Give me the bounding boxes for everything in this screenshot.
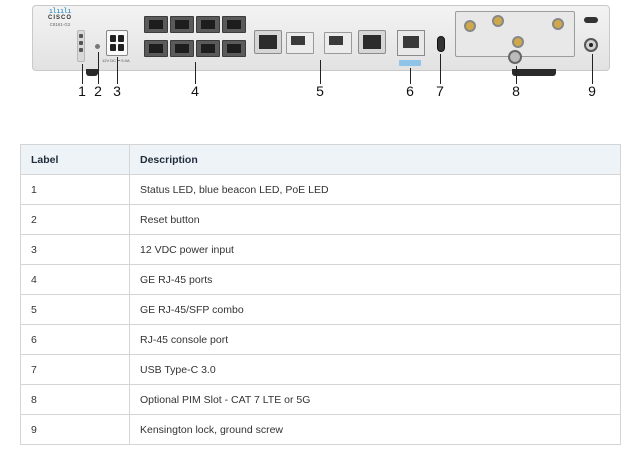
ground-screw <box>584 38 598 52</box>
callout-line <box>98 52 99 84</box>
ge-rj45-port <box>170 40 194 57</box>
ge-rj45-port <box>196 40 220 57</box>
callout-number: 3 <box>113 83 121 99</box>
row-description: Status LED, blue beacon LED, PoE LED <box>129 174 621 205</box>
table-row: 5 GE RJ-45/SFP combo <box>20 294 621 325</box>
row-description: Reset button <box>129 204 621 235</box>
column-header-label: Label <box>20 144 130 175</box>
table-row: 2 Reset button <box>20 204 621 235</box>
callout-line <box>195 62 196 84</box>
status-led-panel <box>77 30 85 62</box>
callout-line <box>440 54 441 84</box>
power-rating-text: 12V DC ⎓ 5.0A <box>102 58 130 63</box>
row-label: 1 <box>20 174 130 205</box>
model-number: C8161-G2 <box>49 22 71 27</box>
ge-rj45-port <box>170 16 194 33</box>
row-label: 8 <box>20 384 130 415</box>
row-description: Optional PIM Slot - CAT 7 LTE or 5G <box>129 384 621 415</box>
table-header-row: Label Description <box>20 144 621 175</box>
kensington-lock-slot <box>584 17 598 23</box>
table-row: 9 Kensington lock, ground screw <box>20 414 621 445</box>
row-description: USB Type-C 3.0 <box>129 354 621 385</box>
row-label: 4 <box>20 264 130 295</box>
usb-type-c-port <box>437 36 445 52</box>
row-label: 5 <box>20 294 130 325</box>
row-label: 6 <box>20 324 130 355</box>
callout-number: 6 <box>406 83 414 99</box>
column-header-description: Description <box>129 144 621 175</box>
ge-rj45-port <box>144 40 168 57</box>
row-description: GE RJ-45 ports <box>129 264 621 295</box>
callout-line <box>82 64 83 84</box>
callout-line <box>410 68 411 84</box>
combo-rj45-port <box>324 32 352 54</box>
row-label: 9 <box>20 414 130 445</box>
row-label: 3 <box>20 234 130 265</box>
table-row: 7 USB Type-C 3.0 <box>20 354 621 385</box>
antenna-connector <box>492 15 504 27</box>
antenna-connector <box>464 20 476 32</box>
callout-line <box>117 57 118 84</box>
ge-rj45-port <box>222 16 246 33</box>
callout-number: 9 <box>588 83 596 99</box>
ge-rj45-port <box>144 16 168 33</box>
table-row: 1 Status LED, blue beacon LED, PoE LED <box>20 174 621 205</box>
table-row: 8 Optional PIM Slot - CAT 7 LTE or 5G <box>20 384 621 415</box>
row-label: 7 <box>20 354 130 385</box>
brand-name: CISCO <box>47 15 72 21</box>
table-row: 4 GE RJ-45 ports <box>20 264 621 295</box>
callout-line <box>320 60 321 84</box>
cisco-logo: ılıılı CISCO C8161-G2 <box>40 8 80 28</box>
table-row: 3 12 VDC power input <box>20 234 621 265</box>
callout-number: 1 <box>78 83 86 99</box>
callout-number: 4 <box>191 83 199 99</box>
callout-line <box>592 54 593 84</box>
sfp-port <box>254 30 282 54</box>
port-legend-table: Label Description 1 Status LED, blue bea… <box>20 144 621 445</box>
ge-rj45-port <box>222 40 246 57</box>
ge-rj45-port <box>196 16 220 33</box>
reset-button-hole <box>95 44 100 49</box>
rubber-foot <box>512 69 556 76</box>
rubber-foot <box>86 69 98 76</box>
console-port <box>397 30 425 56</box>
callout-number: 8 <box>512 83 520 99</box>
row-description: RJ-45 console port <box>129 324 621 355</box>
row-label: 2 <box>20 204 130 235</box>
antenna-connector <box>552 18 564 30</box>
cisco-bars-logo: ılıılı <box>48 7 72 15</box>
console-label-strip <box>399 60 421 66</box>
row-description: 12 VDC power input <box>129 234 621 265</box>
power-connector <box>106 30 128 56</box>
pim-slot <box>455 11 575 57</box>
callout-number: 7 <box>436 83 444 99</box>
combo-rj45-port <box>286 32 314 54</box>
row-description: GE RJ-45/SFP combo <box>129 294 621 325</box>
callout-line <box>516 66 517 84</box>
callout-number: 5 <box>316 83 324 99</box>
pim-screw <box>508 50 522 64</box>
row-description: Kensington lock, ground screw <box>129 414 621 445</box>
device-front-panel-figure: ılıılı CISCO C8161-G2 12V DC ⎓ 5.0A 1 2 <box>0 0 640 108</box>
callout-number: 2 <box>94 83 102 99</box>
sfp-port <box>358 30 386 54</box>
table-row: 6 RJ-45 console port <box>20 324 621 355</box>
antenna-connector <box>512 36 524 48</box>
